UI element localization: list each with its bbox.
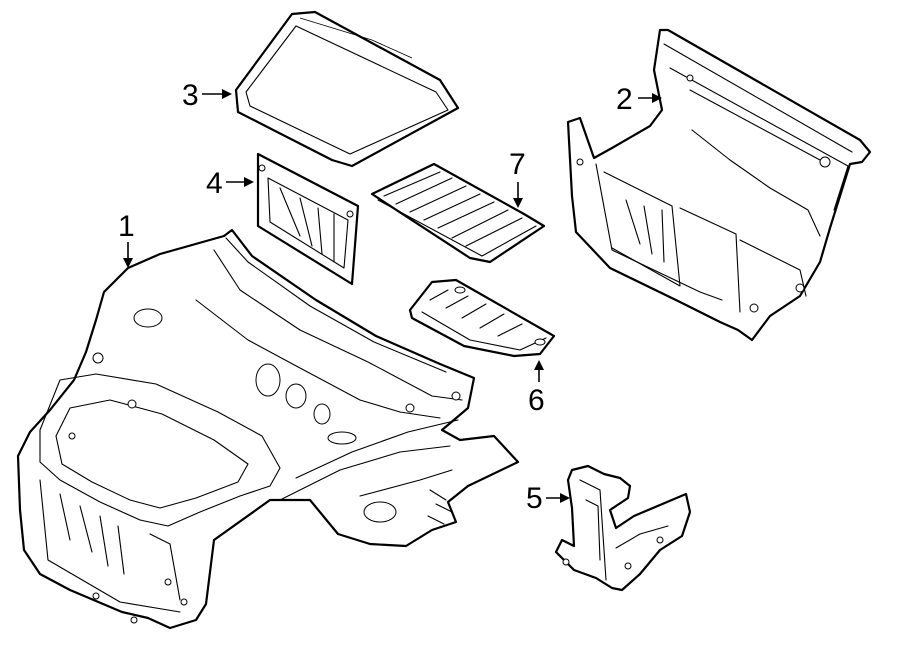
part-3-glass[interactable]	[234, 10, 460, 168]
callout-1-label: 1	[118, 210, 135, 243]
callout-7: 7	[509, 148, 526, 208]
callout-6-label: 6	[528, 384, 545, 417]
part-6-plate[interactable]	[408, 278, 556, 358]
callout-5: 5	[526, 482, 570, 515]
part-5-bracket[interactable]	[554, 464, 692, 592]
callout-7-label: 7	[509, 148, 526, 181]
callout-2-label: 2	[616, 83, 633, 116]
callout-3: 3	[182, 79, 232, 112]
part-1-front-structure[interactable]	[16, 228, 520, 630]
callout-4-label: 4	[206, 167, 223, 200]
callout-2: 2	[616, 83, 662, 116]
callout-6: 6	[528, 360, 545, 417]
part-7-plate[interactable]	[370, 162, 546, 264]
callout-1: 1	[118, 210, 135, 268]
callout-4: 4	[206, 167, 254, 200]
part-4-panel[interactable]	[256, 152, 360, 286]
callout-5-label: 5	[526, 482, 543, 515]
callout-3-label: 3	[182, 79, 199, 112]
part-2-bulkhead[interactable]	[566, 28, 872, 342]
